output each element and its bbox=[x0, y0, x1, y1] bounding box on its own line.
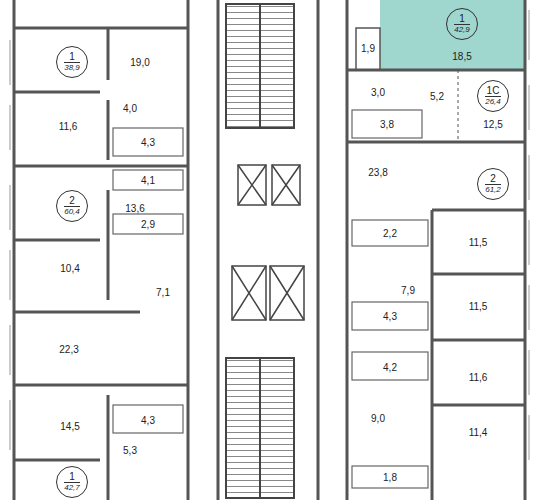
apartment-area: 60,4 bbox=[64, 206, 80, 217]
room-area: 1,8 bbox=[383, 472, 397, 483]
room-area: 11,5 bbox=[469, 301, 488, 312]
room-area: 3,0 bbox=[371, 87, 385, 98]
room-area: 2,2 bbox=[383, 228, 397, 239]
room-area: 4,3 bbox=[141, 137, 155, 148]
room-area: 10,4 bbox=[60, 263, 79, 274]
apartment-badge: 260,4 bbox=[56, 190, 88, 222]
room-area: 2,9 bbox=[141, 219, 155, 230]
room-area: 19,0 bbox=[130, 57, 149, 68]
room-area: 11,6 bbox=[59, 121, 78, 132]
apartment-area: 38,9 bbox=[64, 62, 80, 73]
room-area: 4,3 bbox=[141, 415, 155, 426]
room-area: 7,1 bbox=[156, 287, 170, 298]
room-count: 1 bbox=[69, 51, 75, 62]
apartment-badge: 142,7 bbox=[56, 466, 88, 498]
apartment-area: 26,4 bbox=[485, 96, 501, 107]
room-area: 22,3 bbox=[59, 344, 78, 355]
room-area: 14,5 bbox=[60, 421, 79, 432]
apartment-area: 42,7 bbox=[64, 482, 80, 493]
room-area: 11,6 bbox=[469, 372, 488, 383]
room-area: 12,5 bbox=[483, 119, 502, 130]
room-area: 1,9 bbox=[361, 43, 375, 54]
room-area: 11,4 bbox=[469, 427, 488, 438]
stairs bbox=[226, 4, 294, 498]
walls bbox=[14, 0, 525, 500]
room-count: 1 bbox=[459, 13, 465, 24]
room-area: 18,5 bbox=[452, 51, 471, 62]
room-area: 4,3 bbox=[383, 311, 397, 322]
apartment-badge: 261,2 bbox=[477, 168, 509, 200]
room-area: 9,0 bbox=[371, 413, 385, 424]
storage bbox=[356, 28, 380, 70]
apartment-badge: 138,9 bbox=[56, 46, 88, 78]
apartment-area: 42,9 bbox=[454, 24, 470, 35]
room-area: 4,2 bbox=[383, 362, 397, 373]
room-area: 5,3 bbox=[123, 445, 137, 456]
apartment-badge: 142,9 bbox=[446, 8, 478, 40]
room-count: 2 bbox=[490, 173, 496, 184]
room-area: 4,0 bbox=[123, 103, 137, 114]
apartment-badge: 1С26,4 bbox=[477, 80, 509, 112]
room-count: 1С bbox=[487, 85, 500, 96]
room-area: 4,1 bbox=[141, 175, 155, 186]
apartment-area: 61,2 bbox=[485, 184, 501, 195]
room-count: 2 bbox=[69, 195, 75, 206]
room-count: 1 bbox=[69, 471, 75, 482]
selected-apartment bbox=[380, 0, 525, 70]
room-area: 7,9 bbox=[401, 285, 415, 296]
room-area: 3,8 bbox=[380, 119, 394, 130]
room-area: 13,6 bbox=[125, 203, 144, 214]
room-area: 23,8 bbox=[368, 167, 387, 178]
elevators bbox=[232, 165, 304, 320]
room-area: 11,5 bbox=[469, 237, 488, 248]
room-area: 5,2 bbox=[430, 91, 444, 102]
